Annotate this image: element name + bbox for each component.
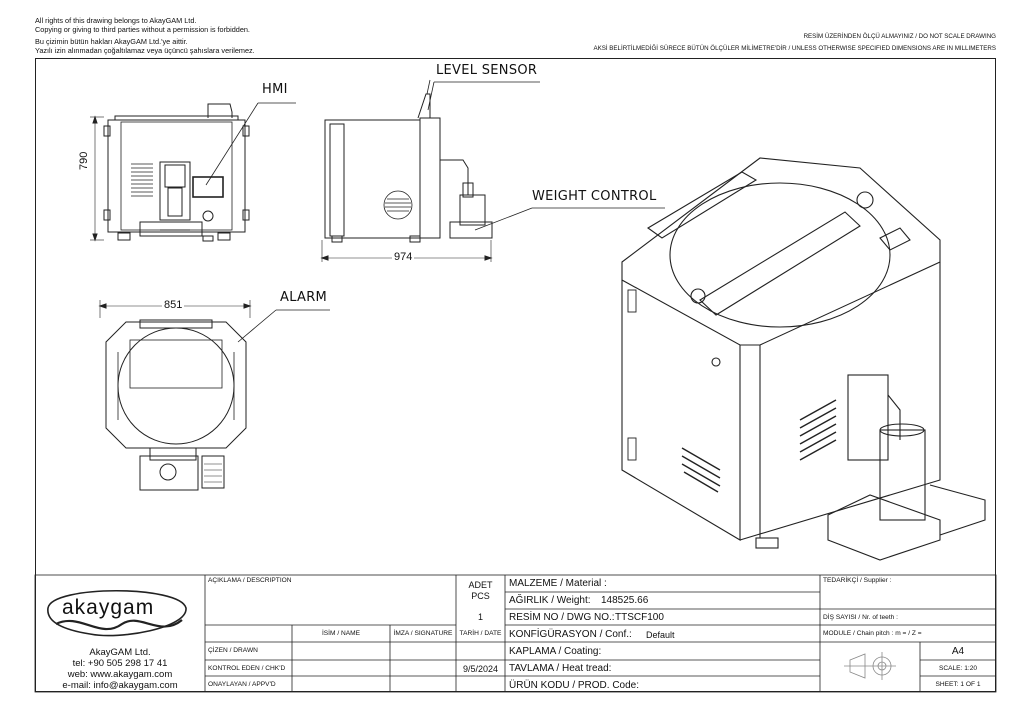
units-note: AKSİ BELİRTİLMEDİĞİ SÜRECE BÜTÜN ÖLÇÜLER…: [593, 45, 996, 52]
company-tel: tel: +90 505 298 17 41: [72, 658, 168, 669]
weight-label: AĞIRLIK / Weight:: [509, 595, 591, 606]
teeth-label: DİŞ SAYISI / Nr. of teeth :: [823, 614, 899, 621]
date-label: TARİH / DATE: [459, 630, 502, 637]
drawn-label: ÇİZEN / DRAWN: [208, 647, 258, 654]
company-logo: akaygam: [62, 596, 155, 619]
projection-symbol: [844, 652, 896, 680]
drawing-frame: [35, 58, 996, 692]
approved-label: ONAYLAYAN / APPV'D: [208, 681, 276, 688]
weight-control-callout: WEIGHT CONTROL: [532, 189, 657, 204]
prod-label: ÜRÜN KODU / PROD. Code:: [509, 680, 640, 691]
level-sensor-callout: LEVEL SENSOR: [436, 63, 538, 78]
material-label: MALZEME / Material :: [509, 578, 607, 589]
hmi-callout: HMI: [262, 82, 288, 97]
conf-label: KONFİGÜRASYON / Conf.:: [509, 629, 632, 640]
qty-label-2: PCS: [471, 591, 490, 601]
top-view: [98, 300, 330, 491]
signature-label: İMZA / SIGNATURE: [393, 630, 453, 637]
company-name: AkayGAM Ltd.: [89, 647, 151, 658]
dwg-label: RESİM NO / DWG NO.:: [509, 612, 615, 623]
do-not-scale-note: RESİM ÜZERİNDEN ÖLÇÜ ALMAYINIZ / DO NOT …: [803, 33, 996, 40]
alarm-callout: ALARM: [280, 290, 328, 305]
sheet-label: SHEET: 1 OF 1: [935, 681, 981, 688]
isometric-view: [621, 157, 986, 561]
width-dimension: 851: [162, 299, 185, 311]
conf-value: Default: [646, 630, 675, 640]
paper-size: A4: [951, 646, 965, 657]
copyright-line-4: Yazılı izin alınmadan çoğaltılamaz veya …: [35, 46, 255, 55]
logo-mark: [47, 589, 187, 637]
copyright-line-2: Copying or giving to third parties witho…: [35, 25, 250, 34]
module-label: MODULE / Chain pitch : m = / Z =: [823, 630, 922, 637]
checked-date: 9/5/2024: [462, 664, 499, 674]
scale-label: SCALE: 1:20: [938, 665, 978, 672]
copyright-line-3: Bu çizimin bütün hakları AkayGAM Ltd.'ye…: [35, 37, 188, 46]
name-label: İSİM / NAME: [321, 630, 361, 637]
supplier-label: TEDARİKÇİ / Supplier :: [823, 577, 892, 584]
copyright-line-1: All rights of this drawing belongs to Ak…: [35, 16, 197, 25]
front-view: [90, 102, 296, 242]
heat-label: TAVLAMA / Heat tread:: [509, 663, 612, 674]
checked-label: KONTROL EDEN / CHK'D: [208, 665, 286, 672]
weight-value: 148525.66: [601, 595, 649, 606]
description-label: AÇIKLAMA / DESCRIPTION: [208, 577, 292, 584]
dwg-value: TTSCF100: [615, 612, 664, 623]
qty-value: 1: [477, 612, 483, 622]
qty-label-1: ADET: [468, 580, 493, 590]
length-dimension: 974: [392, 251, 415, 263]
company-web: web: www.akaygam.com: [67, 669, 173, 680]
side-view: [320, 79, 665, 262]
company-email: e-mail: info@akaygam.com: [62, 680, 178, 691]
coating-label: KAPLAMA / Coating:: [509, 646, 602, 657]
